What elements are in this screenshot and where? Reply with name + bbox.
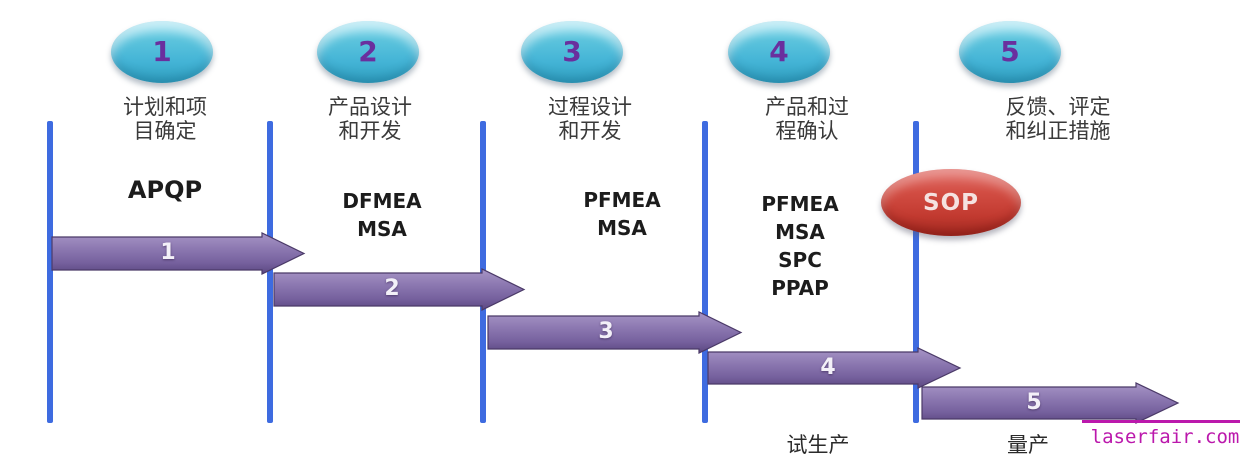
phase-2-number: 2 bbox=[358, 35, 378, 68]
phase-1-badge: 1 bbox=[111, 21, 213, 83]
phase-divider-line-4 bbox=[702, 121, 708, 423]
phase-3-name: 过程设计 和开发 bbox=[548, 95, 632, 143]
phase-1-deliverables: APQP bbox=[127, 176, 203, 204]
watermark-rule bbox=[1082, 420, 1240, 423]
milestone-trial-production: 试生产 bbox=[786, 433, 850, 457]
phase-divider-line-5 bbox=[913, 121, 919, 423]
phase-5-name: 反馈、评定 和纠正措施 bbox=[1005, 95, 1111, 143]
phase-4-deliverables: PFMEA MSA SPC PPAP bbox=[761, 192, 839, 300]
gantt-arrow-1-label: 1 bbox=[160, 240, 176, 265]
gantt-arrow-3-label: 3 bbox=[598, 319, 614, 344]
gantt-arrow-4-label: 4 bbox=[820, 355, 836, 380]
gantt-arrow-2-shape bbox=[273, 268, 526, 311]
gantt-arrow-5-shape bbox=[921, 382, 1180, 424]
sop-badge-label: SOP bbox=[923, 189, 979, 216]
milestone-mass-production: 量产 bbox=[1007, 433, 1049, 457]
phase-divider-line-1 bbox=[47, 121, 53, 423]
gantt-arrow-2-label: 2 bbox=[384, 276, 400, 301]
watermark-text: laserfair.com bbox=[1090, 426, 1240, 448]
phase-2-badge: 2 bbox=[317, 21, 419, 83]
phase-3-deliverables: PFMEA MSA bbox=[583, 188, 661, 240]
phase-2-deliverables: DFMEA MSA bbox=[342, 189, 422, 241]
phase-4-number: 4 bbox=[769, 35, 789, 68]
phase-divider-line-2 bbox=[267, 121, 273, 423]
phase-5-number: 5 bbox=[1000, 35, 1020, 68]
phase-3-number: 3 bbox=[562, 35, 582, 68]
gantt-arrow-5-label: 5 bbox=[1026, 390, 1042, 415]
phase-4-name: 产品和过 程确认 bbox=[765, 95, 849, 143]
gantt-arrow-1-shape bbox=[51, 232, 306, 275]
phase-2-name: 产品设计 和开发 bbox=[328, 95, 412, 143]
gantt-arrow-3-shape bbox=[487, 311, 743, 354]
phase-1-name: 计划和项 目确定 bbox=[123, 95, 207, 143]
gantt-arrow-4-shape bbox=[707, 347, 962, 389]
phase-3-badge: 3 bbox=[521, 21, 623, 83]
phase-5-badge: 5 bbox=[959, 21, 1061, 83]
phase-4-badge: 4 bbox=[728, 21, 830, 83]
sop-badge: SOP bbox=[881, 169, 1021, 236]
phase-1-number: 1 bbox=[152, 35, 172, 68]
